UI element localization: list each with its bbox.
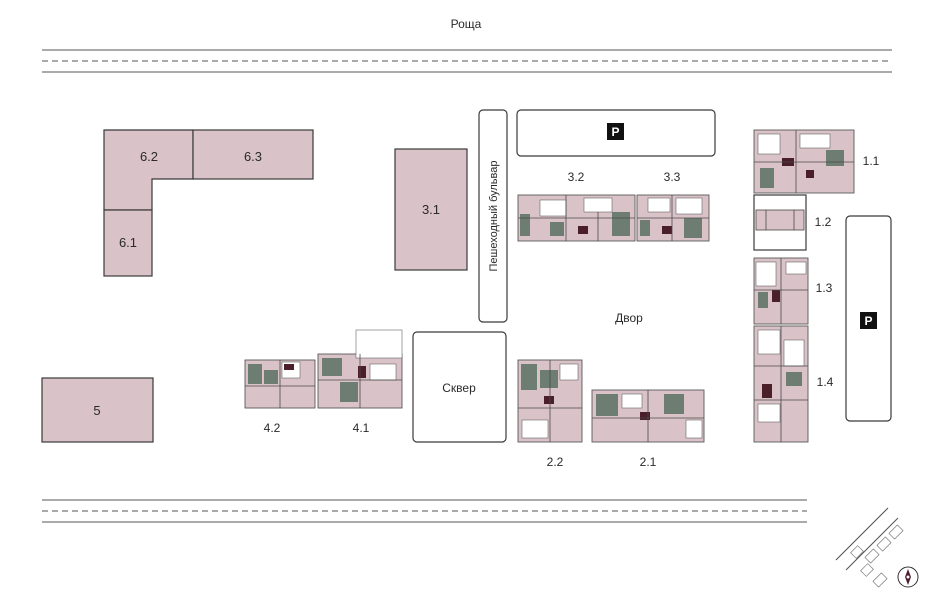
parking-right-label: P [864,314,872,328]
parking-top[interactable]: P [516,109,716,157]
parking-top-label: P [611,125,619,139]
building-6-3[interactable]: 6.3 [192,129,314,180]
parking-icon [860,312,877,329]
yard-label: Двор [615,311,643,325]
building-2-2-label: 2.2 [547,455,564,469]
building-3-2-label: 3.2 [568,170,585,184]
top-road [42,49,892,73]
building-1-1[interactable]: 1.1 [753,129,880,194]
building-5[interactable]: 5 [41,377,154,443]
building-1-3-label: 1.3 [816,281,833,295]
building-3-1-label: 3.1 [422,202,440,217]
building-6-1[interactable]: 6.1 [103,209,153,277]
building-3-1[interactable]: 3.1 [394,148,468,271]
building-1-4-label: 1.4 [817,375,834,389]
building-6-2[interactable]: 6.2 [103,129,194,211]
building-3-3[interactable]: 3.3 [636,170,710,242]
building-4-1[interactable]: 4.1 [317,329,403,435]
parking-icon [607,123,624,140]
building-1-3[interactable]: 1.3 [753,257,833,325]
building-4-2-label: 4.2 [264,421,281,435]
square-label: Сквер [442,381,476,395]
pedestrian-boulevard: Пешеходный бульвар [478,109,508,323]
building-2-1[interactable]: 2.1 [591,389,705,469]
square-area[interactable]: Сквер [412,331,507,443]
building-5-label: 5 [93,403,100,418]
boulevard-label: Пешеходный бульвар [488,161,500,272]
compass-icon [897,566,919,588]
building-6-1-label: 6.1 [119,235,137,250]
parking-right[interactable]: P [845,215,892,422]
building-4-2[interactable]: 4.2 [244,359,316,435]
building-4-1-label: 4.1 [353,421,370,435]
building-3-3-label: 3.3 [664,170,681,184]
building-2-1-label: 2.1 [640,455,657,469]
building-1-2[interactable]: 1.2 [753,194,832,251]
building-6-3-label: 6.3 [244,149,262,164]
building-3-2[interactable]: 3.2 [517,170,636,242]
building-1-1-label: 1.1 [863,154,880,168]
grove-label: Роща [451,17,482,31]
building-1-4[interactable]: 1.4 [753,325,834,443]
building-2-2[interactable]: 2.2 [517,359,583,469]
minimap-thumbnail [835,507,904,588]
building-6-2-label: 6.2 [140,149,158,164]
building-1-2-label: 1.2 [815,215,832,229]
bottom-road [42,499,807,523]
